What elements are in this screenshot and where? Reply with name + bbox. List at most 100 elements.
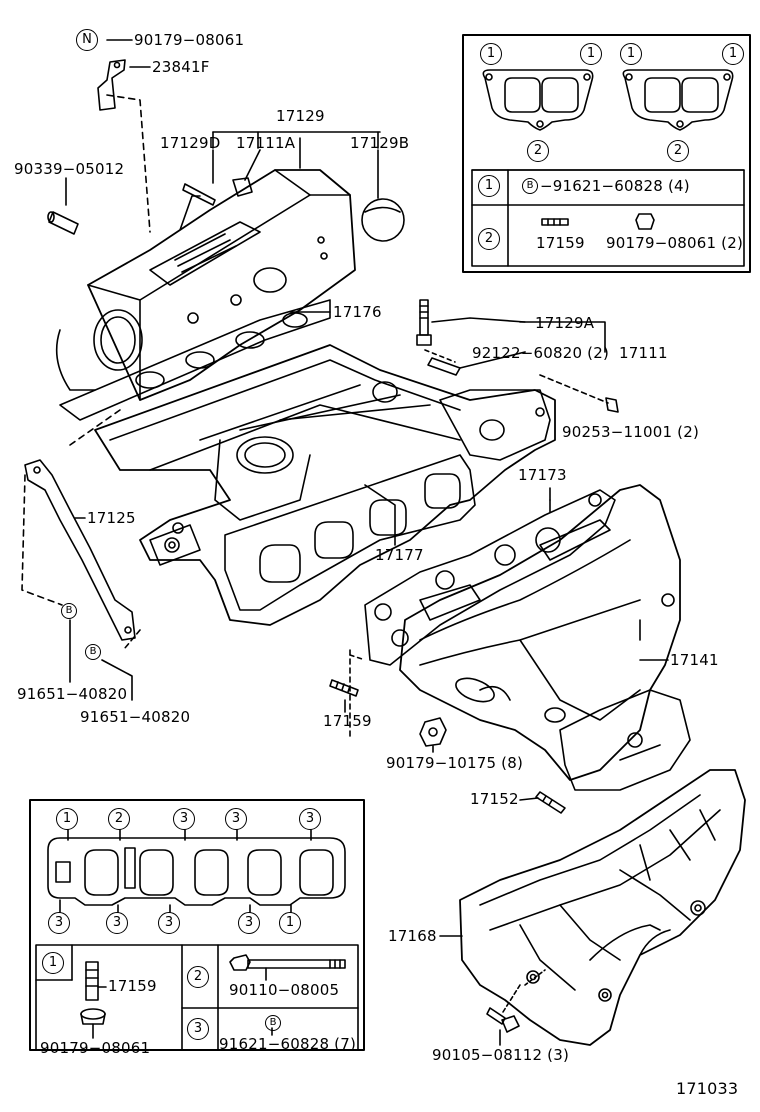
label-17159-mid: 17159	[323, 712, 372, 730]
b-marker-stay-b: B	[85, 644, 101, 660]
label-90253-11001: 90253−11001 (2)	[562, 423, 700, 441]
stud-17129A	[416, 299, 461, 376]
label-17129A: 17129A	[535, 314, 595, 332]
tr-marker-1c: 1	[620, 43, 642, 65]
leader-23841F	[106, 94, 151, 233]
label-17111A: 17111A	[236, 134, 296, 152]
bl-top-mark-4: 3	[225, 808, 247, 830]
bl-row2-marker-text: 2	[193, 969, 203, 984]
label-17129: 17129	[276, 107, 325, 125]
leader-17152	[519, 797, 539, 801]
pin-90339-05012	[47, 211, 79, 235]
bl-bottom-mark-2: 3	[106, 912, 128, 934]
bl-row3-marker-text: 3	[193, 1021, 203, 1036]
bl-row1-part-b: 90179−08061	[40, 1039, 151, 1057]
tr-row2-part-a: 17159	[536, 234, 585, 252]
stay-17125	[21, 409, 141, 649]
leader-17111	[459, 351, 526, 369]
label-91651-40820-a: 91651−40820	[17, 685, 128, 703]
bl-bottom-mark-5: 1	[279, 912, 301, 934]
bl-bottom-mark-3: 3	[158, 912, 180, 934]
gasket-legend-box-bottom	[29, 799, 365, 1051]
bl-row1-marker: 1	[42, 952, 64, 974]
gasket-legend-box-top	[462, 34, 751, 273]
tr-row2-marker-text: 2	[484, 231, 494, 246]
tr-row2-marker: 2	[478, 228, 500, 250]
label-17176: 17176	[333, 303, 382, 321]
bl-row3-marker: 3	[187, 1018, 209, 1040]
tr-row2-part-b: 90179−08061 (2)	[606, 234, 744, 252]
tr-marker-2b: 2	[667, 140, 689, 162]
label-90105-08112: 90105−08112 (3)	[432, 1046, 570, 1064]
tr-row1-b-text: B	[526, 180, 534, 191]
tr-row1-part: −91621−60828 (4)	[540, 177, 690, 195]
label-17152: 17152	[470, 790, 519, 808]
label-17111: 17111	[619, 344, 668, 362]
bl-row1-marker-text: 1	[48, 955, 58, 970]
tr-marker-2b-text: 2	[673, 143, 683, 158]
heat-insulator-17168	[459, 769, 746, 1046]
intake-air-chamber-17129	[55, 169, 405, 401]
exhaust-manifold-17141	[399, 484, 691, 791]
bl-bottom-mark-4: 3	[238, 912, 260, 934]
bracket-23841F	[97, 59, 126, 111]
stud-guide	[349, 654, 366, 661]
stud-17159	[329, 679, 359, 697]
nut-90253	[605, 397, 619, 413]
bl-top-mark-5-text: 3	[305, 811, 315, 826]
tr-row1-marker: 1	[478, 175, 500, 197]
bolt-90105-08112	[486, 1007, 520, 1033]
b-marker-stay-a: B	[61, 603, 77, 619]
bl-bottom-mark-1: 3	[48, 912, 70, 934]
tr-row1-b-marker: B	[522, 178, 538, 194]
bl-bottom-mark-5-text: 1	[285, 915, 295, 930]
bl-top-mark-2-text: 2	[114, 811, 124, 826]
bl-top-mark-3: 3	[173, 808, 195, 830]
bl-bottom-mark-4-text: 3	[244, 915, 254, 930]
leader-17177	[364, 484, 396, 546]
label-90339-05012: 90339−05012	[14, 160, 125, 178]
leader-17129A	[431, 317, 526, 323]
gasket-17176	[59, 299, 331, 421]
label-91651-40820-b: 91651−40820	[80, 708, 191, 726]
bl-row3-b-text: B	[269, 1017, 277, 1028]
diagram-id: 171033	[676, 1079, 739, 1098]
bolt-guide	[502, 984, 521, 1013]
label-17173: 17173	[518, 466, 567, 484]
label-23841F: 23841F	[152, 58, 210, 76]
bl-top-mark-2: 2	[108, 808, 130, 830]
stud-17152	[535, 791, 566, 814]
tr-marker-1d: 1	[722, 43, 744, 65]
bracket-leader	[519, 321, 606, 353]
bl-top-mark-4-text: 3	[231, 811, 241, 826]
label-17141: 17141	[670, 651, 719, 669]
label-17168: 17168	[388, 927, 437, 945]
label-92122-60820: 92122−60820 (2)	[472, 344, 610, 362]
bl-top-mark-1-text: 1	[62, 811, 72, 826]
tr-marker-1c-text: 1	[626, 46, 636, 61]
leader-17111A	[244, 149, 261, 181]
tr-marker-1b-text: 1	[586, 46, 596, 61]
b-marker-stay-a-text: B	[65, 605, 73, 616]
bl-row3-b-marker: B	[265, 1015, 281, 1031]
tr-marker-1a-text: 1	[486, 46, 496, 61]
label-17129B: 17129B	[350, 134, 410, 152]
label-17177: 17177	[375, 546, 424, 564]
tr-marker-1d-text: 1	[728, 46, 738, 61]
leader-90253	[539, 374, 609, 404]
intake-manifold-17111	[94, 344, 556, 626]
n-marker-circle: N	[76, 29, 98, 51]
tr-marker-2a-text: 2	[533, 143, 543, 158]
nut-90179-10175	[419, 717, 447, 747]
bl-bottom-mark-3-text: 3	[164, 915, 174, 930]
bl-bottom-mark-1-text: 3	[54, 915, 64, 930]
bl-top-mark-1: 1	[56, 808, 78, 830]
tr-row1-marker-text: 1	[484, 178, 494, 193]
label-17125: 17125	[87, 509, 136, 527]
bl-top-mark-5: 3	[299, 808, 321, 830]
b-marker-stay-b-text: B	[89, 646, 97, 657]
tr-marker-1b: 1	[580, 43, 602, 65]
leader-91651-b	[101, 659, 133, 701]
